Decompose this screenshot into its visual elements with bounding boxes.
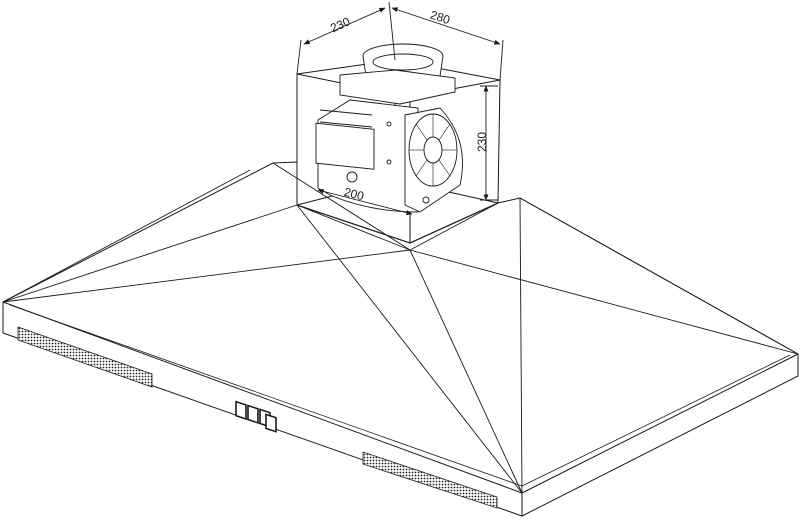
dim-label-height: 230 <box>475 132 489 152</box>
outlet-inner <box>372 53 434 71</box>
fan-blades <box>409 114 457 186</box>
dim-label-depth: 230 <box>328 14 352 35</box>
control-panel <box>235 400 277 433</box>
hood-right-skirt <box>521 353 799 517</box>
hood-grilles <box>17 326 498 509</box>
control-button-2 <box>247 404 259 424</box>
control-button-4 <box>265 413 277 433</box>
hood-inner-rim <box>9 304 791 487</box>
blower-unit <box>315 43 463 213</box>
dim-label-blower: 200 <box>343 185 366 204</box>
dim-line-blower <box>317 188 413 216</box>
housing-knob <box>346 171 358 183</box>
grille-left <box>17 326 153 388</box>
fan-hub <box>423 136 443 164</box>
control-button-1 <box>235 400 247 420</box>
dim-label-width: 280 <box>428 8 452 28</box>
mounting-plate <box>339 69 456 105</box>
dimension-lines <box>296 1 504 216</box>
dim-line-depth <box>303 7 386 45</box>
hood-facet-lines <box>2 162 799 494</box>
grille-right <box>362 451 498 509</box>
capacitor-box <box>315 122 375 170</box>
dim-line-width <box>391 7 501 45</box>
hood-canopy <box>2 161 799 517</box>
